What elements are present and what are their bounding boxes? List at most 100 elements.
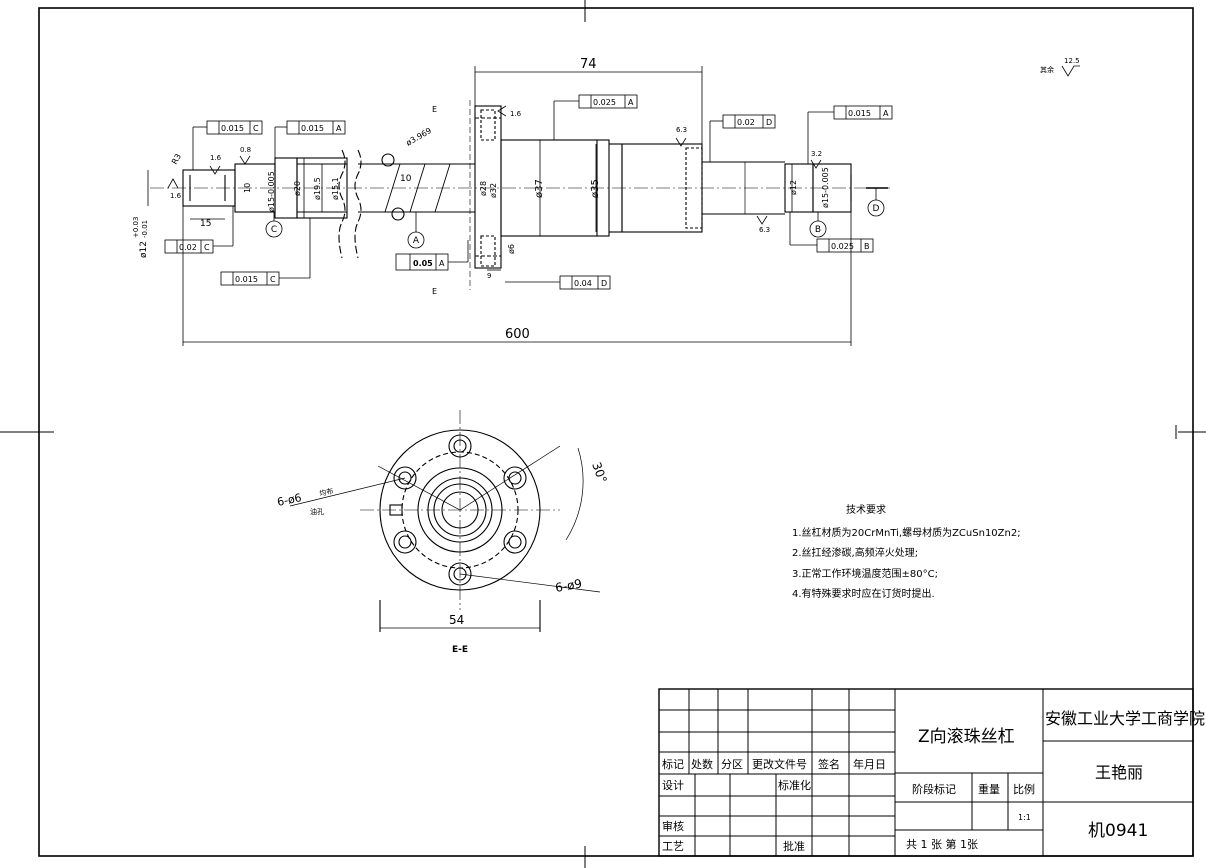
- section-texts: 6-ø6 均布 油孔 6-ø9 30° 54 E-E: [276, 460, 610, 655]
- tol-t9-datum: D: [601, 279, 607, 288]
- school-name: 安徽工业大学工商学院: [1045, 709, 1205, 728]
- dim-d12r: ø12: [789, 180, 798, 195]
- tech-req-item-1: 1.丝杠材质为20CrMnTi,螺母材质为ZCuSn10Zn2;: [792, 526, 1021, 539]
- tol-t1-datum: C: [253, 124, 259, 133]
- dimension-lines: [147, 66, 852, 346]
- dim-angle: 30°: [589, 460, 609, 485]
- sheet-count: 共 1 张 第 1张: [906, 837, 978, 851]
- designer-name: 王艳丽: [1095, 763, 1143, 782]
- dim-d35: ø35: [590, 179, 601, 198]
- datum-c: C: [271, 225, 277, 235]
- tol-t5-value: 0.015: [848, 109, 871, 118]
- hdr-mark: 标记: [662, 757, 684, 771]
- dim-r3: R3: [170, 152, 183, 166]
- dim-d9: 9: [487, 272, 491, 280]
- datum-d: D: [873, 204, 880, 214]
- tol-t7-value: 0.015: [235, 275, 258, 284]
- tolerance-values: 0.015 C 0.015 A 0.025 A 0.02 D 0.015 A 0…: [179, 98, 889, 288]
- dim-pitch10: 10: [400, 174, 412, 184]
- tech-req-item-4: 4.有特殊要求时应在订货时提出.: [792, 587, 935, 600]
- datum-b: B: [815, 225, 821, 235]
- roughness-r16b: 1.6: [210, 154, 222, 162]
- tol-t7-datum: C: [270, 275, 276, 284]
- dim-oil-hole: 油孔: [310, 507, 324, 516]
- roughness-r32: 3.2: [811, 150, 822, 158]
- part-name: Z向滚珠丝杠: [918, 727, 1015, 747]
- dim-d12-tol-upper: +0.03: [132, 217, 140, 238]
- label-stage: 阶段标记: [912, 782, 956, 796]
- label-standardize: 标准化: [778, 778, 811, 792]
- title-block-text: Z向滚珠丝杠 安徽工业大学工商学院 王艳丽 机0941 标记 处数 分区 更改文…: [662, 709, 1205, 853]
- tol-t4-value: 0.02: [737, 118, 755, 127]
- tol-t10-value: 0.025: [831, 242, 854, 251]
- section-label: E-E: [452, 645, 468, 655]
- dim-d37: ø37: [534, 179, 545, 198]
- roughness-r16a: 1.6: [170, 192, 182, 200]
- tol-t10-datum: B: [864, 242, 870, 251]
- hdr-date: 年月日: [853, 757, 886, 771]
- section-view: [289, 410, 601, 632]
- label-design: 设计: [662, 779, 684, 792]
- roughness-r16c: 1.6: [510, 110, 522, 118]
- dim-overall-length: 600: [505, 327, 530, 342]
- hdr-doc: 更改文件号: [752, 757, 807, 771]
- datum-markers: [265, 187, 888, 249]
- dim-flange: 54: [449, 613, 464, 627]
- label-scale: 比例: [1013, 782, 1035, 796]
- title-block: [658, 688, 1194, 857]
- tech-req-title: 技术要求: [846, 503, 886, 516]
- tol-t5-datum: A: [883, 109, 889, 118]
- drawing-number: 机0941: [1088, 821, 1148, 841]
- section-mark-bottom: E: [432, 287, 437, 296]
- tol-t4-datum: D: [766, 118, 772, 127]
- label-process: 工艺: [662, 840, 684, 853]
- tech-req-item-3: 3.正常工作环境温度范围±80°C;: [792, 567, 938, 580]
- datum-labels: A B C D: [271, 204, 880, 246]
- roughness-r63b: 6.3: [759, 226, 770, 234]
- dim-d32: ø32: [489, 183, 498, 198]
- dim-d12-tol-lower: -0.01: [141, 220, 149, 238]
- dim-nut-length: 74: [580, 57, 597, 72]
- dimension-texts: 600 74 15 10 ø15-0.005 ø20 ø19.5 ø15.1 1…: [132, 57, 830, 342]
- tol-t6-datum: C: [204, 243, 210, 252]
- dim-d12: ø12: [139, 241, 149, 258]
- tol-t3-value: 0.025: [593, 98, 616, 107]
- hdr-sign: 签名: [818, 757, 840, 771]
- dim-d15-1: ø15.1: [331, 177, 340, 200]
- tol-t2-value: 0.015: [301, 124, 324, 133]
- roughness-r63a: 6.3: [676, 126, 687, 134]
- roughness-rest-value: 12.5: [1064, 57, 1080, 65]
- label-approve: 批准: [783, 839, 805, 853]
- section-mark-top: E: [432, 105, 437, 114]
- dim-holes-b: 6-ø9: [554, 576, 583, 594]
- dim-d28: ø28: [479, 181, 488, 196]
- tol-t2-datum: A: [336, 124, 342, 133]
- scale-value: 1:1: [1018, 813, 1031, 822]
- dim-d20: ø20: [293, 181, 302, 196]
- dim-d19-5: ø19.5: [313, 177, 322, 200]
- roughness-rest-label: 其余: [1040, 65, 1054, 74]
- tol-t3-datum: A: [628, 98, 634, 107]
- roughness-r08: 0.8: [240, 146, 251, 154]
- main-view: [150, 100, 890, 290]
- roughness-symbols: [167, 65, 1080, 225]
- hdr-zone: 分区: [721, 758, 743, 771]
- tech-req-item-2: 2.丝扛经渗碳,高频淬火处理;: [792, 546, 918, 559]
- label-weight: 重量: [978, 782, 1000, 796]
- hdr-count: 处数: [691, 758, 713, 771]
- dim-d15k6r: ø15-0.005: [821, 167, 830, 208]
- dim-d6: ø6: [507, 244, 516, 254]
- dim-ball: ø3.969: [405, 126, 434, 148]
- tol-t6-value: 0.02: [179, 243, 197, 252]
- dim-len15: 15: [200, 219, 211, 229]
- datum-a: A: [413, 236, 420, 246]
- tol-t1-value: 0.015: [221, 124, 244, 133]
- tol-t8-value: 0.05: [413, 259, 433, 268]
- tech-requirements: 技术要求 1.丝杠材质为20CrMnTi,螺母材质为ZCuSn10Zn2; 2.…: [792, 503, 1021, 600]
- tolerance-frames: [164, 94, 893, 290]
- dim-d15k6: ø15-0.005: [267, 171, 276, 212]
- roughness-values: 1.6 1.6 0.8 1.6 6.3 6.3 3.2 其余 12.5: [170, 57, 1080, 234]
- dim-holes-a-note: 均布: [319, 486, 335, 498]
